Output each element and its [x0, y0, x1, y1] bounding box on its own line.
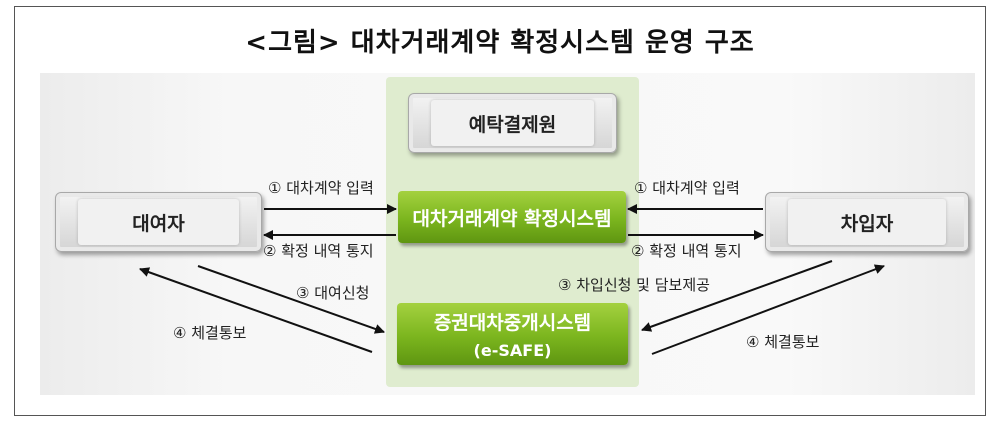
arrow-borrow-request: [641, 260, 833, 332]
label-right-settle: ④ 체결통보: [746, 333, 820, 351]
label-left-notice: ② 확정 내역 통지: [263, 242, 374, 260]
arrow-left-settle: [139, 267, 373, 353]
arrow-right-settle: [651, 264, 885, 355]
brokerage-system-box: 증권대차중개시스템 (e-SAFE): [397, 303, 628, 365]
confirm-system-box: 대차거래계약 확정시스템: [398, 191, 626, 243]
borrower-label: 차입자: [840, 212, 894, 235]
depository-label: 예탁결제원: [468, 113, 557, 136]
brokerage-system-label: 증권대차중개시스템: [433, 312, 592, 334]
figure-title: <그림> 대차거래계약 확정시스템 운영 구조: [245, 28, 755, 58]
lender-label: 대여자: [132, 212, 185, 235]
borrower-box: 차입자: [765, 192, 969, 252]
depository-box: 예탁결제원: [408, 93, 617, 153]
label-lend-request: ③ 대여신청: [296, 284, 370, 302]
lender-box: 대여자: [55, 192, 262, 252]
arrow-lend-request: [197, 265, 385, 334]
confirm-system-label: 대차거래계약 확정시스템: [412, 207, 612, 230]
label-left-settle: ④ 체결통보: [173, 324, 247, 342]
label-right-input: ① 대차계약 입력: [634, 179, 740, 197]
brokerage-system-sublabel: (e-SAFE): [473, 341, 552, 360]
label-right-notice: ② 확정 내역 통지: [631, 242, 742, 260]
label-borrow-request: ③ 차입신청 및 담보제공: [558, 276, 710, 294]
label-left-input: ① 대차계약 입력: [268, 179, 374, 197]
